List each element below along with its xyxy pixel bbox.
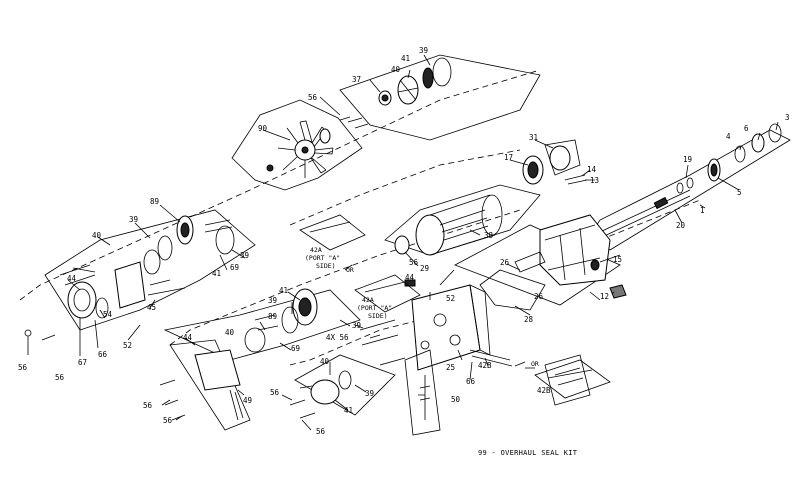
- callout-41a: 41: [401, 54, 410, 63]
- callout-14: 14: [587, 165, 597, 174]
- callout-39f: 39: [365, 389, 374, 398]
- callout-69a: 69: [230, 263, 239, 272]
- callout-44a: 44: [405, 273, 415, 282]
- callout-41b: 41: [212, 269, 221, 278]
- callout-38: 38: [484, 231, 494, 240]
- callout-56b: 56: [18, 363, 28, 372]
- callout-29: 29: [420, 264, 429, 273]
- port-a-label-1: 42A: [310, 246, 322, 254]
- callout-12: 12: [600, 292, 609, 301]
- callout-42b-2: 42B: [537, 386, 551, 395]
- callout-4x56: 4X 56: [326, 333, 349, 342]
- callout-56c: 56: [55, 373, 65, 382]
- callout-40c: 40: [225, 328, 235, 337]
- callout-39d: 39: [268, 296, 277, 305]
- port-a-label-2: 42A: [362, 296, 374, 304]
- callout-40d: 40: [320, 357, 330, 366]
- callout-19: 19: [683, 155, 692, 164]
- callout-66a: 66: [98, 350, 108, 359]
- port-a-label-2-line3: SIDE): [368, 312, 388, 320]
- assembly-guide-lines: [19, 69, 701, 366]
- diagram-caption: 99 - OVERHAUL SEAL KIT: [478, 449, 578, 457]
- callout-39a: 39: [419, 46, 428, 55]
- charge-pump-group: [24, 209, 256, 355]
- lower-charge-pump-group: [159, 288, 361, 431]
- callout-56f: 56: [270, 388, 280, 397]
- callout-26b: 26: [534, 292, 544, 301]
- callout-42b-1: 42B: [478, 361, 492, 370]
- callout-67: 67: [78, 358, 87, 367]
- or-label-2: OR: [531, 360, 539, 368]
- callout-41d: 41: [344, 406, 353, 415]
- callout-15: 15: [613, 255, 622, 264]
- callout-39b: 39: [129, 215, 138, 224]
- callout-45: 45: [147, 303, 156, 312]
- callout-1: 1: [700, 206, 705, 215]
- callout-44b: 44: [67, 274, 77, 283]
- callout-52b: 52: [123, 341, 132, 350]
- bottom-cover-group: [289, 354, 396, 419]
- callout-20: 20: [676, 221, 686, 230]
- callout-26a: 26: [500, 258, 510, 267]
- callout-labels: 1 3 4 5 6 12 13 14 15 17 19 20 25 26 26 …: [18, 46, 790, 436]
- callout-37: 37: [352, 75, 361, 84]
- callout-3: 3: [785, 113, 790, 122]
- callout-90: 90: [258, 124, 268, 133]
- callout-40b: 40: [92, 231, 102, 240]
- shaft-group: [589, 123, 791, 251]
- fan-group: [231, 54, 541, 191]
- callout-6: 6: [744, 124, 749, 133]
- kit-boxes: [299, 214, 611, 399]
- callout-89a: 89: [150, 197, 159, 206]
- callout-44c: 44: [183, 333, 193, 342]
- cylinder-group: [384, 139, 588, 256]
- callout-13: 13: [590, 176, 599, 185]
- callout-17: 17: [504, 153, 513, 162]
- port-a-label-1-line3: SIDE): [316, 262, 336, 270]
- port-a-label-1-line2: (PORT "A": [305, 254, 340, 262]
- callout-41c: 41: [279, 286, 288, 295]
- port-labels: 42A (PORT "A" SIDE) 42A (PORT "A" SIDE) …: [305, 246, 539, 368]
- callout-69b: 69: [291, 344, 300, 353]
- callout-56d: 56: [143, 401, 153, 410]
- callout-5: 5: [737, 188, 742, 197]
- callout-89b: 89: [268, 312, 277, 321]
- port-a-label-2-line2: (PORT "A": [357, 304, 392, 312]
- callout-56e: 56: [163, 416, 173, 425]
- leader-lines: [67, 54, 779, 431]
- callout-40a: 40: [391, 65, 401, 74]
- callout-52a: 52: [446, 294, 455, 303]
- callout-39c: 39: [240, 251, 249, 260]
- callout-49: 49: [243, 396, 252, 405]
- or-label-1: OR: [346, 266, 354, 274]
- callout-56a: 56: [308, 93, 318, 102]
- callout-50: 50: [451, 395, 461, 404]
- callout-25: 25: [446, 363, 455, 372]
- callout-39e: 39: [352, 321, 361, 330]
- callout-54: 54: [103, 310, 113, 319]
- callout-28: 28: [524, 315, 534, 324]
- callout-66b: 66: [466, 377, 476, 386]
- callout-31: 31: [529, 133, 538, 142]
- callout-56h: 56: [409, 258, 419, 267]
- callout-56g: 56: [316, 427, 326, 436]
- housing-group: [454, 214, 627, 311]
- callout-4: 4: [726, 132, 731, 141]
